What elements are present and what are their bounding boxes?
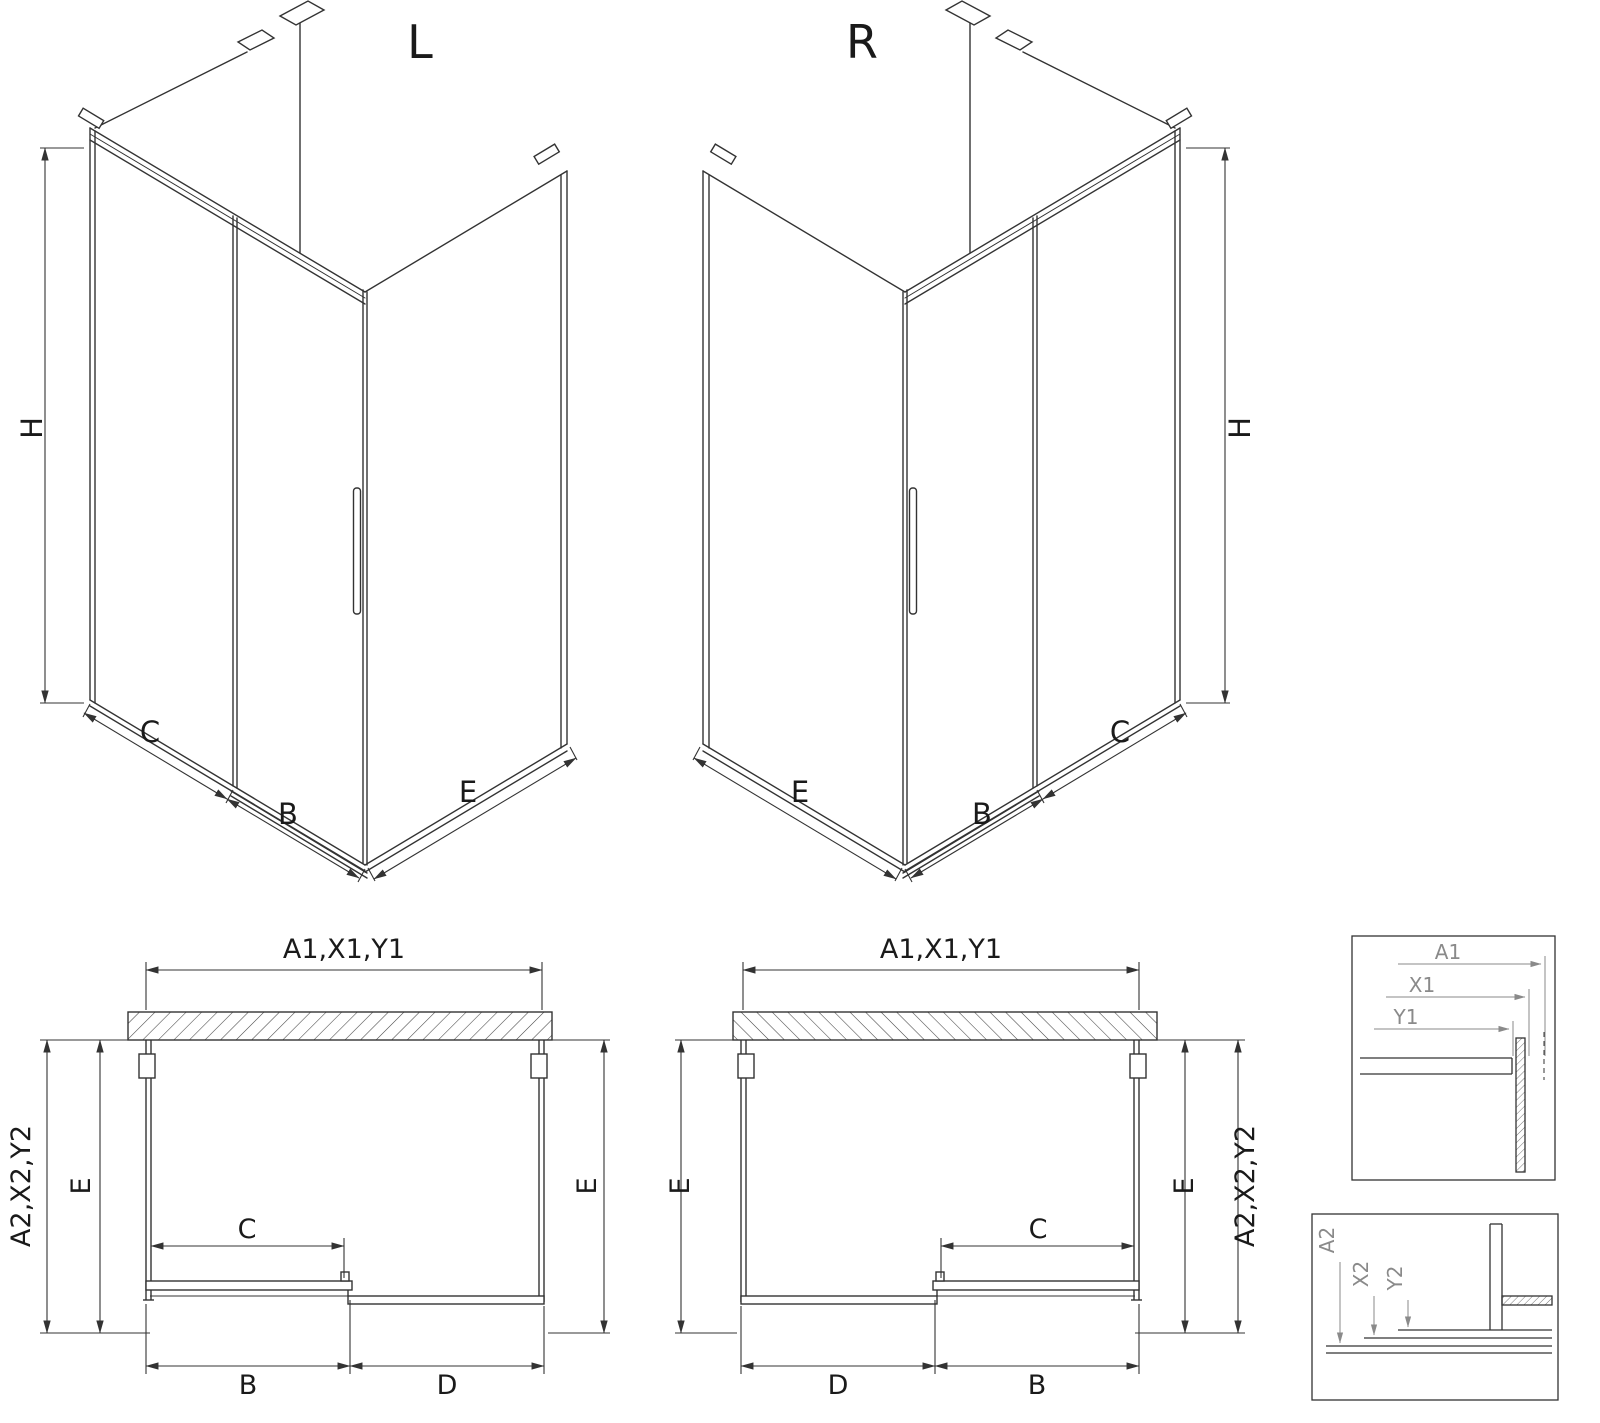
plan-left-dim-outer-label: A2,X2,Y2 <box>6 1125 37 1247</box>
detail-view-top: A1 X1 Y1 <box>1351 935 1556 1181</box>
plan-right-linework <box>675 962 1245 1374</box>
plan-right-dim-top-label: A1,X1,Y1 <box>880 934 1002 965</box>
detail-top-frame <box>1351 935 1556 1181</box>
plan-right-dim-bottom-right-label: B <box>1028 1370 1047 1401</box>
plan-view-left: A1,X1,Y1 A2,X2,Y2 E E C B D <box>6 934 610 1401</box>
iso-right-dim-height-label: H <box>1223 417 1257 439</box>
iso-left-title: L <box>407 15 433 69</box>
plan-left-dim-bottom-left-label: B <box>239 1370 258 1401</box>
detail-bottom-dimension-leaders <box>1336 1262 1412 1344</box>
iso-left-dim-side-label: C <box>140 715 160 749</box>
iso-right-dim-return-label: E <box>791 775 809 809</box>
detail-bottom-label-y2: Y2 <box>1383 1266 1407 1292</box>
plan-left-dim-opening-label: C <box>238 1214 257 1245</box>
plan-view-right: A1,X1,Y1 A2,X2,Y2 E E C D B <box>665 934 1261 1401</box>
iso-right-linework <box>693 1 1230 882</box>
plan-left-dim-depth-right-label: E <box>572 1177 603 1194</box>
detail-top-dimension-leaders <box>1374 956 1546 1056</box>
detail-view-bottom: A2 X2 Y2 <box>1311 1213 1559 1401</box>
plan-right-dim-bottom-left-label: D <box>828 1370 849 1401</box>
detail-bottom-frame <box>1311 1213 1559 1401</box>
detail-top-label-x1: X1 <box>1409 973 1435 997</box>
iso-left-dim-height-label: H <box>15 417 49 439</box>
plan-left-dim-top-label: A1,X1,Y1 <box>283 934 405 965</box>
plan-left-dim-bottom-right-label: D <box>437 1370 458 1401</box>
plan-right-dim-outer-label: A2,X2,Y2 <box>1230 1125 1261 1247</box>
plan-left-linework <box>40 962 610 1374</box>
plan-right-dim-depth-right-label: E <box>1169 1177 1200 1194</box>
detail-top-label-a1: A1 <box>1435 940 1461 964</box>
iso-view-left: L H C B E <box>15 1 577 882</box>
plan-left-dim-depth-left-label: E <box>66 1177 97 1194</box>
iso-left-dim-door-label: B <box>278 797 298 831</box>
detail-bottom-label-a2: A2 <box>1315 1227 1339 1253</box>
detail-bottom-label-x2: X2 <box>1349 1261 1373 1287</box>
iso-left-linework <box>40 1 577 882</box>
iso-right-dim-side-label: C <box>1110 715 1130 749</box>
iso-left-dim-return-label: E <box>459 775 477 809</box>
plan-right-dim-opening-label: C <box>1029 1214 1048 1245</box>
detail-bottom-profile-section <box>1326 1223 1553 1354</box>
plan-right-dim-depth-left-label: E <box>665 1177 696 1194</box>
detail-top-label-y1: Y1 <box>1393 1005 1419 1029</box>
iso-view-right: R H E B C <box>693 1 1257 882</box>
iso-right-dim-door-label: B <box>972 797 992 831</box>
iso-right-title: R <box>846 15 878 69</box>
detail-top-profile-section <box>1360 1032 1545 1173</box>
